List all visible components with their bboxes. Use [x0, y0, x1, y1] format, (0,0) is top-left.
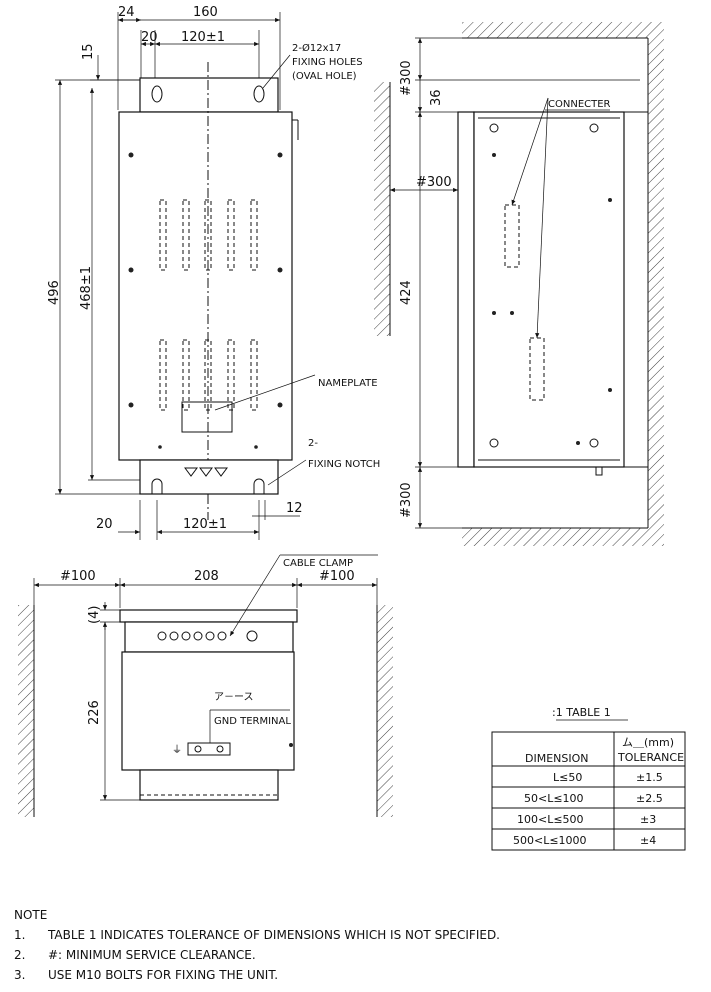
notch-left — [151, 478, 163, 494]
dim-36: 36 — [429, 89, 444, 106]
side-view: #300 36 #300 424 #300 CONNECTER — [374, 22, 664, 546]
oval-hole-right — [253, 85, 265, 103]
side-clear-side: #300 — [416, 175, 452, 190]
note-item: 2. #: MINIMUM SERVICE CLEARANCE. — [14, 948, 256, 962]
top-flange — [139, 77, 279, 113]
bottom-body — [121, 651, 295, 771]
dim-160: 160 — [193, 5, 218, 20]
side-body — [473, 111, 625, 468]
table-row: 50<L≤100 ±2.5 — [524, 792, 663, 805]
dim-226: 226 — [87, 700, 102, 725]
notes-title: NOTE — [14, 908, 48, 922]
dim-468: 468±1 — [79, 266, 94, 310]
svg-text:100<L≤500: 100<L≤500 — [517, 813, 584, 826]
connector-label: CONNECTER — [548, 99, 611, 110]
dim-120-bottom: 120±1 — [183, 517, 227, 532]
notch-label-2: FIXING NOTCH — [308, 459, 380, 470]
side-terminal — [595, 466, 603, 476]
gnd-terminal-label: GND TERMINAL — [214, 716, 291, 727]
bottom-top-flange — [119, 609, 298, 623]
svg-text:±1.5: ±1.5 — [636, 771, 663, 784]
dim-12: 12 — [286, 501, 303, 516]
gnd-garbled-label: ア－ース — [214, 692, 254, 703]
table-title: :1 TABLE 1 — [552, 706, 611, 719]
dim-208: 208 — [194, 569, 219, 584]
svg-text:±2.5: ±2.5 — [636, 792, 663, 805]
side-clear-top: #300 — [399, 60, 414, 96]
bottom-view: #100 208 #100 (4) 226 CABLE CLAMP ⏚ — [18, 554, 393, 817]
notch-label-1: 2- — [308, 438, 318, 449]
side-front-panel — [457, 111, 475, 468]
svg-text:500<L≤1000: 500<L≤1000 — [513, 834, 587, 847]
table-row: 500<L≤1000 ±4 — [513, 834, 656, 847]
side-mount-bracket — [623, 111, 649, 468]
panel-screws — [128, 152, 283, 449]
gnd-terminal-bar — [187, 742, 231, 756]
side-screws — [489, 123, 612, 448]
bottom-cable-glands — [184, 467, 228, 477]
svg-text:±4: ±4 — [640, 834, 656, 847]
oval-hole-left — [151, 85, 163, 103]
cable-clamp-holes — [157, 630, 258, 642]
dim-120-top: 120±1 — [181, 30, 225, 45]
bottom-flange — [139, 459, 279, 495]
nameplate-box — [181, 401, 233, 433]
header-tolerance-top: ム＿(mm) — [622, 736, 674, 749]
vent-slots-upper — [159, 199, 258, 271]
fixing-holes-label-2: FIXING HOLES — [292, 57, 363, 68]
svg-text:±3: ±3 — [640, 813, 656, 826]
dim-20-top: 20 — [141, 30, 158, 45]
dim-15: 15 — [81, 43, 96, 60]
dim-20-bottom: 20 — [96, 517, 113, 532]
dim-424: 424 — [399, 280, 414, 305]
dim-24: 24 — [118, 5, 135, 20]
tolerance-table: :1 TABLE 1 DIMENSION ム＿(mm) TOLERANCE L≤… — [491, 706, 686, 851]
fixing-holes-label-1: 2-Ø12x17 — [292, 42, 341, 54]
ground-symbol-icon: ⏚ — [172, 744, 182, 756]
front-view: 24 160 20 120±1 15 496 468±1 — [47, 5, 380, 540]
svg-text:50<L≤100: 50<L≤100 — [524, 792, 584, 805]
dim-496: 496 — [47, 280, 62, 305]
notch-right — [253, 478, 265, 494]
vent-slots-lower — [159, 339, 258, 411]
notes-section: NOTE 1. TABLE 1 INDICATES TOLERANCE OF D… — [14, 905, 500, 985]
fixing-holes-label-3: (OVAL HOLE) — [292, 71, 357, 82]
note-item: 3. USE M10 BOLTS FOR FIXING THE UNIT. — [14, 968, 279, 982]
table-row: 100<L≤500 ±3 — [517, 813, 656, 826]
header-dimension: DIMENSION — [525, 752, 589, 765]
bottom-base — [139, 769, 279, 801]
svg-text:L≤50: L≤50 — [553, 771, 582, 784]
bottom-clear-left: #100 — [60, 569, 96, 584]
nameplate-label: NAMEPLATE — [318, 378, 378, 389]
table-row: L≤50 ±1.5 — [553, 771, 663, 784]
note-item: 1. TABLE 1 INDICATES TOLERANCE OF DIMENS… — [14, 928, 500, 942]
dim-4: (4) — [87, 606, 102, 624]
bottom-clamp-area — [124, 621, 294, 653]
cable-clamp-label: CABLE CLAMP — [283, 558, 353, 569]
header-tolerance: TOLERANCE — [617, 751, 684, 764]
side-clear-bottom: #300 — [399, 482, 414, 518]
bottom-clear-right: #100 — [319, 569, 355, 584]
